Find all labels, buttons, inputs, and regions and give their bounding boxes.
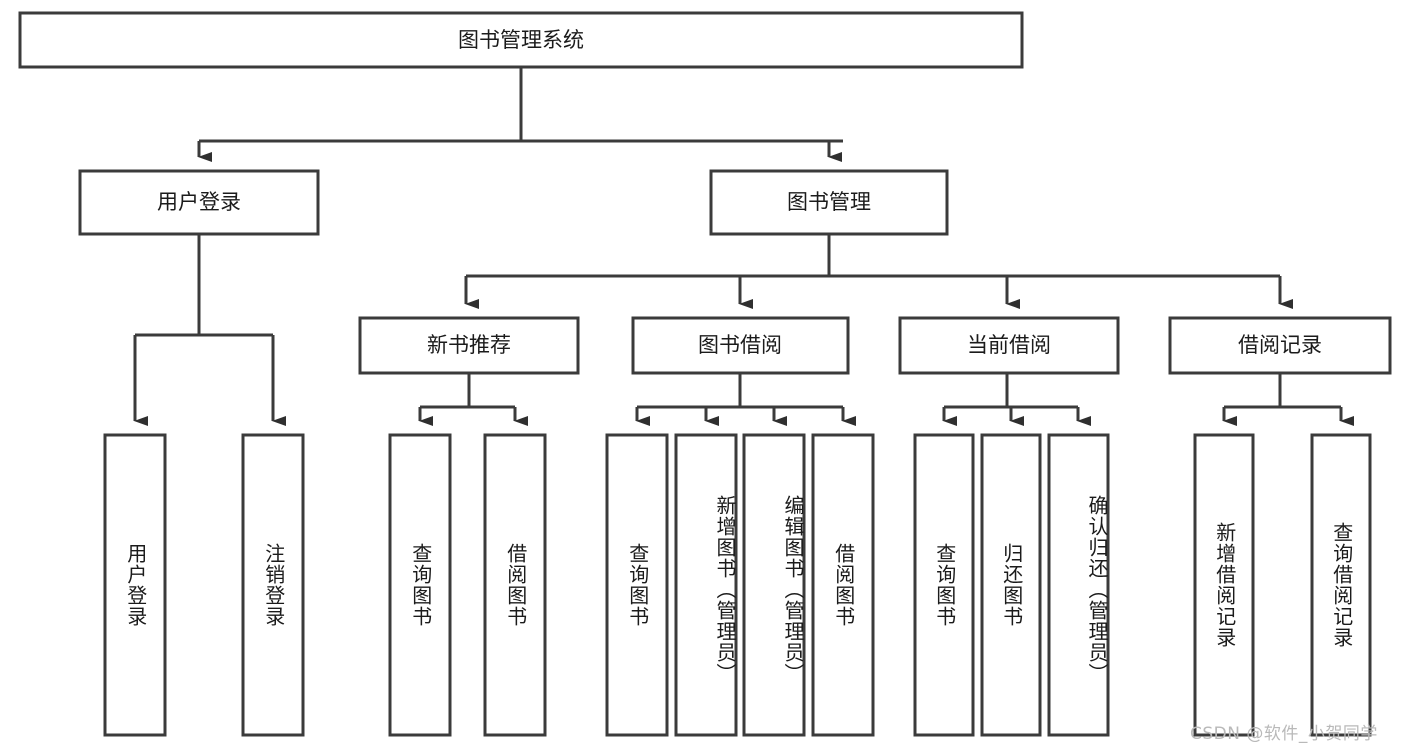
node-user-login[interactable]: 用户登录 <box>78 169 320 236</box>
leaf-box-user-login[interactable] <box>103 433 167 737</box>
leaf-box-query-book-rec[interactable] <box>388 433 452 737</box>
leaf-boxes <box>103 433 1372 737</box>
leaf-box-confirm-return[interactable] <box>1047 433 1110 737</box>
leaf-box-user-logout[interactable] <box>241 433 305 737</box>
node-root[interactable]: 图书管理系统 <box>18 11 1024 69</box>
leaf-box-query-record[interactable] <box>1310 433 1372 737</box>
connector-root-to-level1 <box>197 67 843 162</box>
node-user-login-label: 用户登录 <box>157 190 241 214</box>
leaf-box-borrow-book-rec[interactable] <box>483 433 547 737</box>
leaf-box-return-book[interactable] <box>980 433 1042 737</box>
node-book-manage[interactable]: 图书管理 <box>709 169 949 236</box>
node-borrow-record-label: 借阅记录 <box>1238 333 1322 357</box>
connector-bookmanage-to-level2 <box>464 234 1293 309</box>
csdn-watermark: CSDN @软件_小贺同学 <box>1190 724 1378 744</box>
leaf-box-borrow-book[interactable] <box>811 433 875 737</box>
connector-userlogin-to-leaves <box>133 234 286 426</box>
node-book-borrow[interactable]: 图书借阅 <box>631 316 850 375</box>
node-current-borrow[interactable]: 当前借阅 <box>898 316 1120 375</box>
node-borrow-record[interactable]: 借阅记录 <box>1168 316 1392 375</box>
node-current-borrow-label: 当前借阅 <box>967 333 1051 357</box>
node-book-borrow-label: 图书借阅 <box>698 333 782 357</box>
node-new-book-recommend-label: 新书推荐 <box>427 333 511 357</box>
connector-newbook-to-leaves <box>418 373 528 426</box>
connector-currentborrow-to-leaves <box>942 373 1091 426</box>
leaf-box-edit-book[interactable] <box>742 433 806 737</box>
node-new-book-recommend[interactable]: 新书推荐 <box>358 316 580 375</box>
connector-borrowrecord-to-leaves <box>1222 373 1354 426</box>
node-book-manage-label: 图书管理 <box>787 190 871 214</box>
node-root-label: 图书管理系统 <box>458 28 584 52</box>
leaf-box-add-book[interactable] <box>674 433 738 737</box>
leaf-box-add-record[interactable] <box>1193 433 1255 737</box>
leaf-box-query-book-borrow[interactable] <box>605 433 669 737</box>
connector-bookborrow-to-leaves <box>635 373 856 426</box>
leaf-box-query-book-cur[interactable] <box>913 433 975 737</box>
